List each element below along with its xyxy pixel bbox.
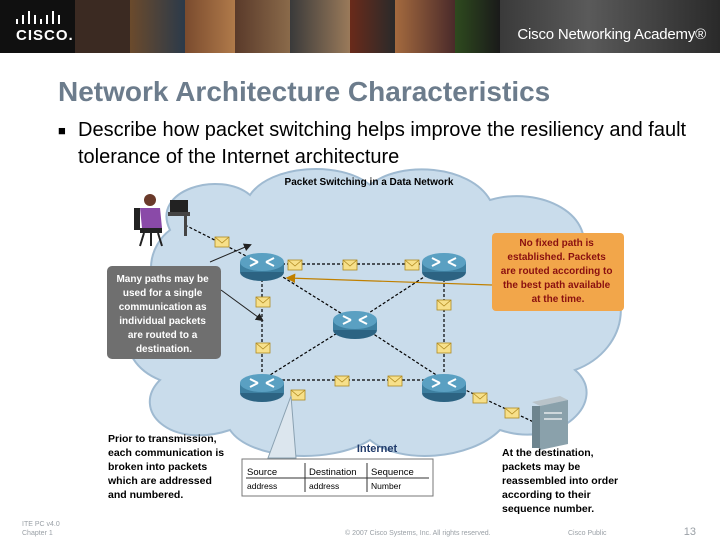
router-icon bbox=[239, 373, 285, 403]
note-left-line: each communication is bbox=[108, 447, 224, 459]
callout-right-line: established. Packets bbox=[507, 252, 606, 263]
banner-photo-4 bbox=[235, 0, 290, 53]
banner-photo-3 bbox=[185, 0, 235, 53]
table-value-cell: address bbox=[309, 481, 339, 491]
callout-left-line: individual packets bbox=[119, 316, 206, 327]
note-right-line: according to their bbox=[502, 489, 591, 501]
callout-left-line: are routed to a bbox=[128, 330, 198, 341]
packet-icon bbox=[472, 392, 488, 404]
svg-text:address address Nu: address address Number bbox=[247, 481, 401, 491]
workstation-user-icon bbox=[134, 194, 190, 247]
svg-text:No fixed path is establi: No fixed path is established. Packets ar… bbox=[501, 238, 615, 305]
callout-left-line: communication as bbox=[119, 302, 207, 313]
note-right-line: packets may be bbox=[502, 461, 580, 473]
callout-right-line: at the time. bbox=[532, 294, 585, 305]
banner-photo-5 bbox=[290, 0, 350, 53]
slide-bullet: ■ Describe how packet switching helps im… bbox=[58, 117, 688, 171]
table-value-cell: address bbox=[247, 481, 277, 491]
callout-right-line: No fixed path is bbox=[519, 238, 594, 249]
router-icon bbox=[421, 373, 467, 403]
callout-left-line: Many paths may be bbox=[116, 274, 209, 285]
note-bottom-right: At the destination, packets may be reass… bbox=[502, 447, 621, 515]
note-left-line: broken into packets bbox=[108, 461, 207, 473]
note-bottom-left: Prior to transmission, each communicatio… bbox=[107, 395, 297, 501]
bullet-icon: ■ bbox=[58, 123, 66, 138]
note-right-line: reassembled into order bbox=[502, 475, 618, 487]
packet-header-table: Source Destination Sequence address addr… bbox=[241, 458, 434, 497]
note-left-line: which are addressed bbox=[107, 475, 212, 487]
svg-text:Many paths may be used f: Many paths may be used for a single comm… bbox=[116, 274, 211, 355]
packet-icon bbox=[255, 296, 271, 308]
packet-icon bbox=[504, 407, 520, 419]
page-number: 13 bbox=[683, 526, 696, 538]
note-left-line: and numbered. bbox=[108, 489, 183, 501]
header-banner: CISCO. Cisco Networking Academy® bbox=[0, 0, 720, 53]
callout-right-line: are routed according to bbox=[501, 266, 613, 277]
router-icon bbox=[332, 310, 378, 340]
cisco-logo-text: CISCO. bbox=[16, 27, 74, 44]
banner-photo-7 bbox=[395, 0, 455, 53]
svg-text:Source Destination: Source Destination Sequence bbox=[247, 467, 414, 478]
packet-icon bbox=[255, 342, 271, 354]
note-right-line: sequence number. bbox=[502, 503, 594, 515]
footer-course: ITE PC v4.0 Chapter 1 bbox=[22, 521, 60, 537]
table-header-cell: Sequence bbox=[371, 467, 414, 478]
banner-photo-2 bbox=[130, 0, 185, 53]
packet-icon bbox=[287, 259, 303, 271]
footer-course-line: ITE PC v4.0 bbox=[22, 521, 60, 528]
banner-photo-8 bbox=[455, 0, 500, 53]
packet-icon bbox=[290, 389, 306, 401]
router-icon bbox=[421, 252, 467, 282]
packet-icon bbox=[214, 236, 230, 248]
internet-label: Internet bbox=[357, 443, 398, 455]
banner-photo-1 bbox=[75, 0, 130, 53]
callout-right-line: the best path available bbox=[503, 280, 611, 291]
table-header-cell: Source bbox=[247, 467, 277, 478]
packet-icon bbox=[334, 375, 350, 387]
callout-left: Many paths may be used for a single comm… bbox=[107, 243, 264, 359]
callout-left-line: destination. bbox=[136, 344, 192, 355]
table-header-cell: Destination bbox=[309, 467, 357, 478]
router-icon bbox=[239, 252, 285, 282]
note-right-line: At the destination, bbox=[502, 447, 594, 459]
table-value-cell: Number bbox=[371, 481, 401, 491]
bullet-text: Describe how packet switching helps impr… bbox=[78, 119, 687, 168]
packet-icon bbox=[342, 259, 358, 271]
note-left-line: Prior to transmission, bbox=[108, 433, 217, 445]
server-icon bbox=[532, 396, 568, 450]
academy-brand: Cisco Networking Academy® bbox=[517, 26, 706, 43]
callout-right: No fixed path is established. Packets ar… bbox=[285, 233, 624, 311]
banner-photo-6 bbox=[350, 0, 395, 53]
callout-left-line: used for a single bbox=[123, 288, 203, 299]
cisco-logo-icon bbox=[16, 11, 60, 24]
banner-photo-9 bbox=[500, 0, 720, 53]
packet-icon bbox=[436, 299, 452, 311]
packet-icon bbox=[404, 259, 420, 271]
packet-icon bbox=[387, 375, 403, 387]
svg-text:At the destination, pack: At the destination, packets may be reass… bbox=[502, 447, 621, 515]
footer-chapter-line: Chapter 1 bbox=[22, 530, 53, 537]
svg-text:Prior to transmission, e: Prior to transmission, each communicatio… bbox=[107, 433, 227, 501]
footer-classification: Cisco Public bbox=[568, 530, 607, 537]
footer-copyright: © 2007 Cisco Systems, Inc. All rights re… bbox=[345, 530, 491, 537]
slide-title: Network Architecture Characteristics bbox=[58, 76, 551, 107]
packet-icon bbox=[436, 342, 452, 354]
diagram-heading: Packet Switching in a Data Network bbox=[285, 177, 454, 188]
